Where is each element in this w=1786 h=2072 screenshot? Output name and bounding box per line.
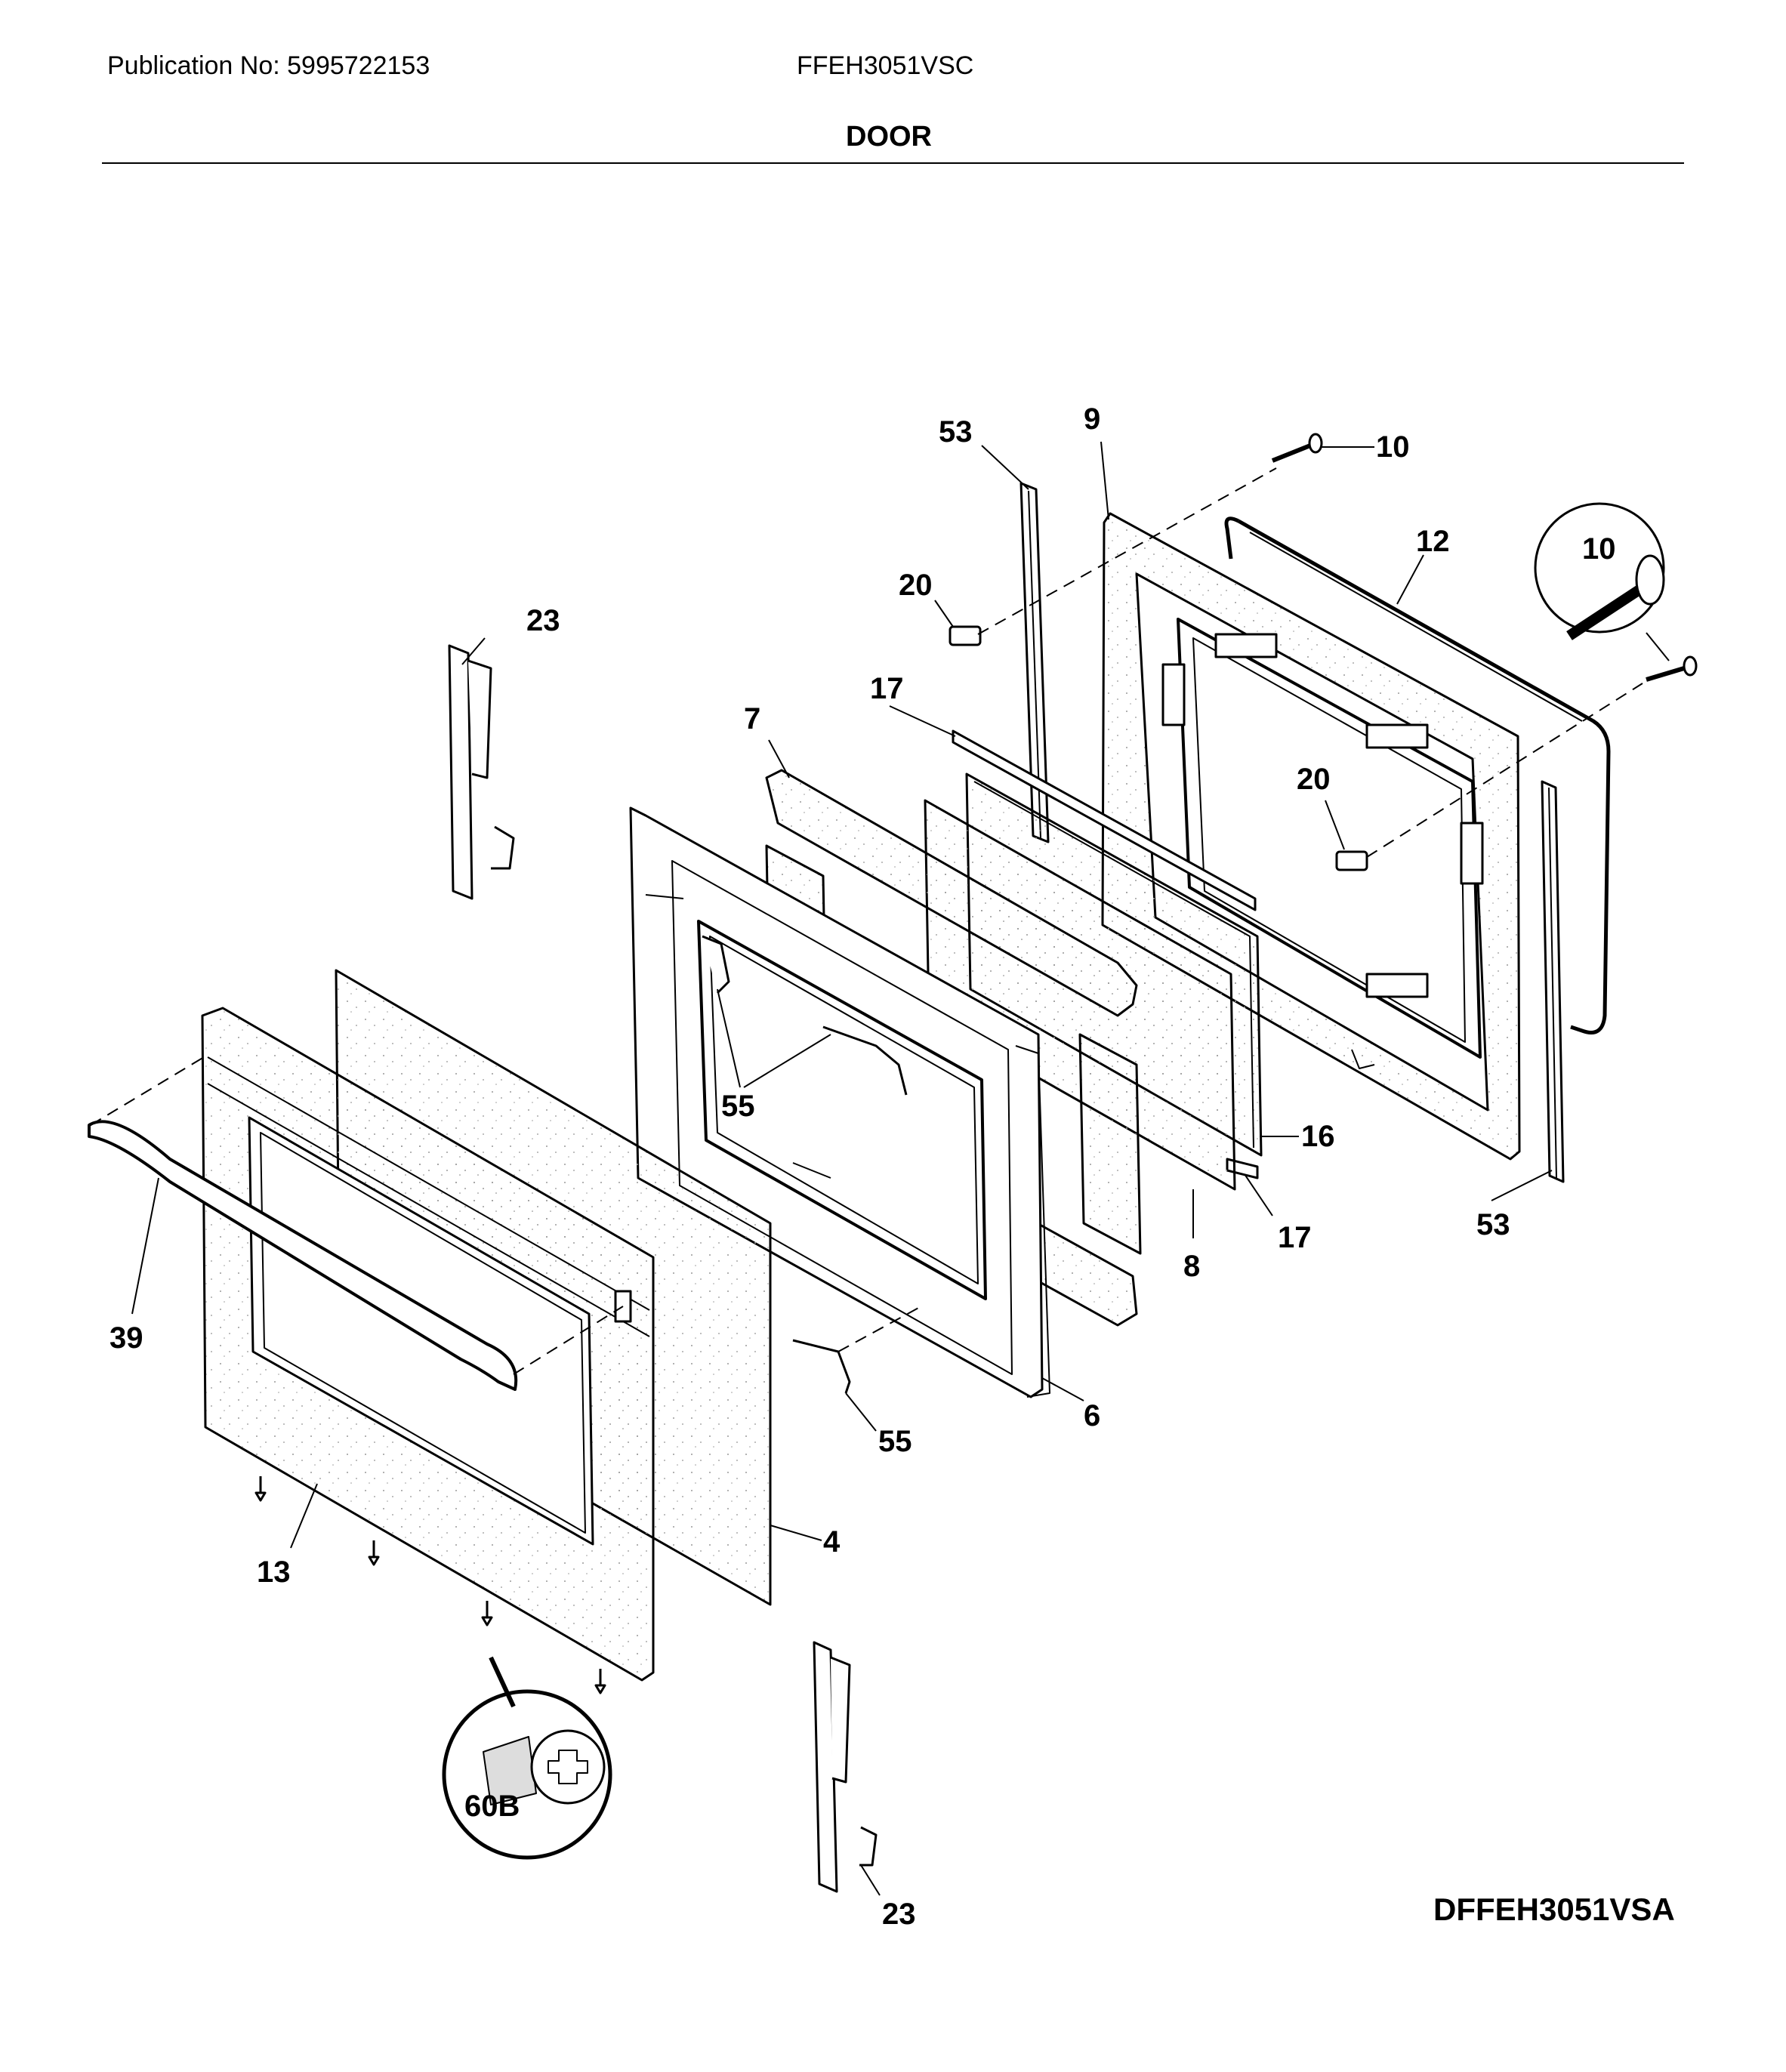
part-23-hinge-upper — [448, 644, 515, 900]
part-10-screw-b — [1646, 655, 1698, 682]
part-55-bracket-b — [822, 1025, 908, 1096]
part-55-bracket-c — [792, 1339, 851, 1394]
part-39-door-handle — [88, 1120, 518, 1391]
part-9-inner-door-liner — [1101, 512, 1521, 1161]
label-60b: 60B — [464, 1790, 520, 1823]
label-55-upper: 55 — [721, 1090, 755, 1123]
label-17-upper: 17 — [870, 672, 904, 705]
publication-number: Publication No: 5995722153 — [107, 51, 430, 80]
part-20-glass-clip-b — [1335, 850, 1368, 871]
header-rule — [102, 162, 1684, 164]
diagram-code: DFFEH3051VSA — [1433, 1892, 1675, 1927]
part-10-detail-callout — [1534, 502, 1670, 661]
label-53-lower: 53 — [1476, 1208, 1510, 1241]
label-23-upper: 23 — [526, 604, 560, 637]
label-7: 7 — [744, 702, 760, 735]
label-20-lower: 20 — [1297, 763, 1331, 796]
part-17-glass-channel-top — [952, 729, 1257, 911]
label-20-upper: 20 — [899, 569, 933, 602]
label-6: 6 — [1084, 1399, 1100, 1432]
label-10-detail: 10 — [1582, 532, 1616, 566]
part-53-door-trim-right — [1541, 780, 1565, 1183]
part-55-bracket-a — [702, 935, 730, 994]
callout-labels: 53 9 10 12 10 20 23 17 7 20 55 16 39 17 … — [110, 402, 1616, 1931]
label-8: 8 — [1183, 1250, 1200, 1283]
label-12: 12 — [1416, 525, 1450, 558]
alignment-lines — [90, 467, 1643, 1375]
label-17-lower: 17 — [1278, 1221, 1312, 1254]
label-53: 53 — [939, 415, 973, 449]
part-12-door-gasket — [1224, 516, 1611, 1034]
model-number: FFEH3051VSC — [797, 51, 974, 80]
section-title: DOOR — [846, 121, 932, 153]
label-13: 13 — [257, 1556, 291, 1589]
part-10-screw-a — [1271, 433, 1323, 463]
label-10: 10 — [1376, 430, 1410, 464]
label-23-lower: 23 — [882, 1898, 916, 1931]
label-9: 9 — [1084, 402, 1100, 436]
label-4: 4 — [823, 1525, 841, 1559]
part-23-hinge-lower — [813, 1641, 878, 1893]
label-16: 16 — [1301, 1120, 1335, 1153]
door-screws — [254, 1476, 606, 1694]
label-39: 39 — [110, 1321, 143, 1355]
label-55-lower: 55 — [878, 1425, 912, 1458]
part-60b-screw-detail — [442, 1656, 612, 1860]
part-20-glass-clip-a — [949, 625, 982, 646]
leader-lines — [131, 441, 1553, 1896]
